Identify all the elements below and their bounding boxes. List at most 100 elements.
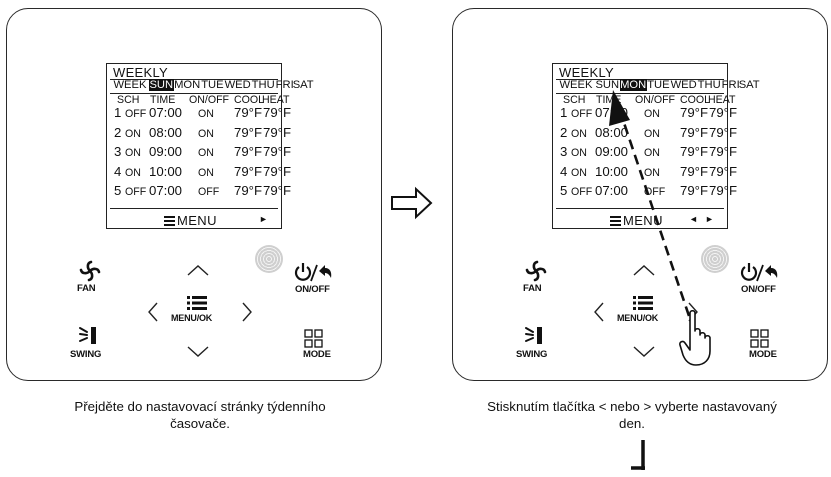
power-return-icon[interactable]	[294, 262, 334, 284]
col-header-sch: SCH	[117, 94, 140, 106]
col-header-onoff: ON/OFF	[635, 94, 676, 106]
fan-button-label[interactable]: FAN	[523, 283, 542, 294]
col-header-onoff: ON/OFF	[189, 94, 230, 106]
row-cool: 79°F	[234, 183, 262, 198]
day-fri[interactable]: FRI	[721, 79, 740, 91]
row-number: 4	[560, 163, 568, 179]
row-heat: 79°F	[263, 124, 291, 140]
fan-icon[interactable]	[78, 259, 102, 283]
row-onoff: ON	[198, 147, 214, 159]
row-time: 09:00	[149, 144, 183, 159]
caption-left: Přejděte do nastavovací stránky týdenníh…	[20, 398, 380, 432]
row-cool: 79°F	[680, 183, 708, 198]
day-fri[interactable]: FRI	[275, 79, 294, 91]
caption-right-line2: den.	[619, 416, 645, 431]
onoff-button-label[interactable]: ON/OFF	[741, 284, 776, 295]
row-state: ON	[571, 166, 587, 179]
right-arrow-indicator: ►	[259, 214, 268, 224]
down-chevron-icon[interactable]	[185, 339, 211, 365]
swing-button-label[interactable]: SWING	[516, 349, 548, 360]
row-heat: 79°F	[709, 183, 737, 198]
lcd-divider	[110, 208, 278, 209]
row-state: OFF	[125, 108, 147, 120]
swing-button-label[interactable]: SWING	[70, 349, 102, 360]
day-mon[interactable]: MON	[174, 79, 201, 91]
swing-icon[interactable]	[77, 324, 103, 346]
row-time: 08:00	[595, 124, 629, 140]
row-onoff: OFF	[644, 186, 666, 198]
mode-grid-icon[interactable]	[749, 329, 771, 349]
left-chevron-icon[interactable]	[141, 299, 167, 325]
row-onoff: ON	[198, 166, 214, 179]
row-onoff: ON	[644, 166, 660, 179]
row-state: OFF	[571, 108, 593, 120]
row-cool: 79°F	[680, 124, 708, 140]
down-chevron-icon[interactable]	[631, 339, 657, 365]
row-number: 1	[114, 105, 122, 120]
col-header-cool: COOL	[680, 94, 711, 106]
day-sat[interactable]: SAT	[738, 79, 760, 91]
onoff-button-label[interactable]: ON/OFF	[295, 284, 330, 295]
row-time: 07:00	[149, 105, 183, 120]
day-thu[interactable]: THU	[251, 79, 275, 91]
row-onoff: ON	[644, 147, 660, 159]
swing-icon[interactable]	[523, 324, 549, 346]
lcd-menu-label: MENU	[164, 213, 217, 228]
day-wed[interactable]: WED	[224, 79, 251, 91]
day-mon[interactable]: MON	[619, 79, 647, 91]
fan-button-label[interactable]: FAN	[77, 283, 96, 294]
row-heat: 79°F	[263, 163, 291, 179]
row-state: OFF	[125, 186, 147, 198]
menu-text: MENU	[623, 213, 663, 228]
pointing-hand-icon	[679, 309, 711, 366]
lcd-title: WEEKLY	[559, 65, 615, 80]
right-chevron-icon[interactable]	[233, 299, 259, 325]
row-onoff: ON	[198, 108, 214, 120]
day-tue[interactable]: TUE	[201, 79, 224, 91]
day-sun[interactable]: SUN	[148, 79, 174, 91]
sensor-icon	[255, 245, 283, 273]
week-label: WEEK	[113, 79, 147, 91]
row-heat: 79°F	[709, 124, 737, 140]
up-chevron-icon[interactable]	[185, 257, 211, 283]
menu-list-icon[interactable]	[633, 295, 655, 311]
row-state: ON	[125, 166, 141, 179]
row-number: 5	[560, 183, 568, 198]
row-number: 3	[560, 144, 568, 159]
day-wed[interactable]: WED	[670, 79, 697, 91]
menu-list-icon[interactable]	[187, 295, 209, 311]
row-onoff: ON	[198, 127, 214, 140]
up-chevron-icon[interactable]	[631, 257, 657, 283]
lcd-menu-label: MENU	[610, 213, 663, 228]
fan-icon[interactable]	[524, 259, 548, 283]
row-time: 07:00	[595, 183, 629, 198]
row-number: 2	[560, 124, 568, 140]
day-sun[interactable]: SUN	[595, 79, 620, 91]
day-sat[interactable]: SAT	[292, 79, 314, 91]
row-onoff: ON	[644, 127, 660, 140]
day-tue[interactable]: TUE	[647, 79, 670, 91]
right-arrow-indicator: ►	[705, 214, 714, 224]
menu-ok-button-label[interactable]: MENU/OK	[617, 313, 659, 323]
row-heat: 79°F	[709, 105, 737, 120]
dashed-pointer-arrow-icon	[609, 90, 691, 317]
row-cool: 79°F	[234, 124, 262, 140]
mode-grid-icon[interactable]	[303, 329, 325, 349]
row-state: ON	[125, 147, 141, 159]
row-cool: 79°F	[234, 163, 262, 179]
left-chevron-icon[interactable]	[587, 299, 613, 325]
menu-ok-button-label[interactable]: MENU/OK	[171, 313, 213, 323]
row-heat: 79°F	[709, 163, 737, 179]
day-thu[interactable]: THU	[697, 79, 721, 91]
row-cool: 79°F	[234, 144, 262, 159]
caption-right: Stisknutím tlačítka < nebo > vyberte nas…	[433, 398, 831, 432]
row-heat: 79°F	[263, 144, 291, 159]
mode-button-label[interactable]: MODE	[749, 349, 777, 360]
row-number: 2	[114, 124, 122, 140]
power-return-icon[interactable]	[740, 262, 780, 284]
menu-list-icon	[610, 216, 621, 226]
mode-button-label[interactable]: MODE	[303, 349, 331, 360]
